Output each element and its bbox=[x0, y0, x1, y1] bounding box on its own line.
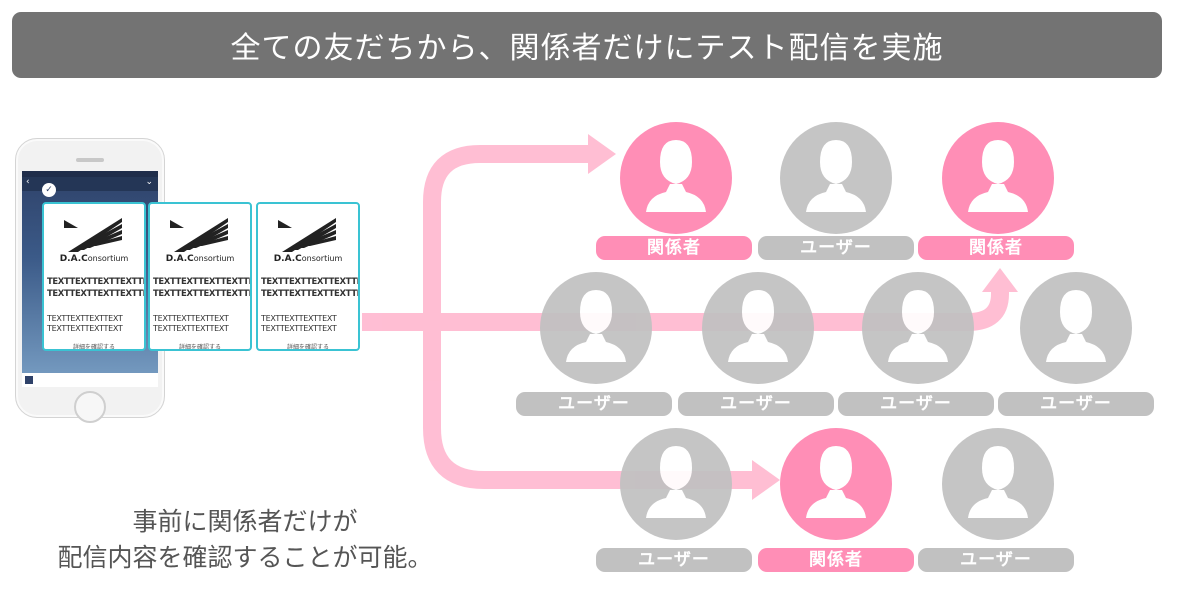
person-icon bbox=[646, 446, 706, 518]
stakeholder-avatar bbox=[780, 428, 892, 540]
card-brand: D.A.Consortium bbox=[59, 254, 129, 264]
arrow-head-up bbox=[982, 268, 1018, 292]
user-label: ユーザー bbox=[516, 392, 672, 416]
chevron-down-icon: ⌄ bbox=[145, 177, 153, 187]
arrow-to-top-stakeholder bbox=[423, 145, 588, 322]
caption: 事前に関係者だけが 配信内容を確認することが可能。 bbox=[20, 504, 470, 576]
user-label: ユーザー bbox=[918, 548, 1074, 572]
person-icon bbox=[888, 290, 948, 362]
user-avatar bbox=[702, 272, 814, 384]
user-avatar bbox=[620, 428, 732, 540]
card-detail-link[interactable]: 詳細を確認する bbox=[72, 344, 115, 351]
stakeholder-label: 関係者 bbox=[596, 236, 752, 260]
chat-header: ‹ ⌄ bbox=[22, 177, 158, 191]
user-label: ユーザー bbox=[838, 392, 994, 416]
stakeholder-label: 関係者 bbox=[758, 548, 914, 572]
arrow-head-bottom bbox=[752, 460, 780, 500]
person-icon bbox=[806, 140, 866, 212]
user-avatar bbox=[862, 272, 974, 384]
caption-line-2: 配信内容を確認することが可能。 bbox=[57, 543, 433, 572]
person-icon bbox=[806, 446, 866, 518]
card-title: TEXTTEXTTEXTTEXTTEXTTEXTTEXTTEXTTEXTTEXT bbox=[261, 277, 358, 299]
user-label: ユーザー bbox=[758, 236, 914, 260]
carousel-card[interactable]: D.A.ConsortiumTEXTTEXTTEXTTEXTTEXTTEXTTE… bbox=[42, 202, 146, 351]
card-brand: D.A.Consortium bbox=[165, 254, 235, 264]
keyboard-icon bbox=[25, 376, 33, 384]
user-avatar bbox=[780, 122, 892, 234]
card-detail-link[interactable]: 詳細を確認する bbox=[286, 344, 329, 351]
page-title: 全ての友だちから、関係者だけにテスト配信を実施 bbox=[230, 31, 944, 66]
stakeholder-avatar bbox=[942, 122, 1054, 234]
person-icon bbox=[968, 140, 1028, 212]
card-detail-link[interactable]: 詳細を確認する bbox=[178, 344, 221, 351]
card-title: TEXTTEXTTEXTTEXTTEXTTEXTTEXTTEXTTEXTTEXT bbox=[153, 277, 250, 299]
dac-logo-icon bbox=[64, 218, 122, 252]
carousel-card[interactable]: D.A.ConsortiumTEXTTEXTTEXTTEXTTEXTTEXTTE… bbox=[148, 202, 252, 351]
user-avatar bbox=[942, 428, 1054, 540]
arrow-head-top bbox=[588, 134, 616, 174]
title-banner: 全ての友だちから、関係者だけにテスト配信を実施 bbox=[12, 12, 1162, 78]
user-label: ユーザー bbox=[596, 548, 752, 572]
person-icon bbox=[968, 446, 1028, 518]
stakeholder-avatar bbox=[620, 122, 732, 234]
user-label: ユーザー bbox=[678, 392, 834, 416]
person-icon bbox=[728, 290, 788, 362]
user-avatar bbox=[1020, 272, 1132, 384]
carousel-card[interactable]: D.A.ConsortiumTEXTTEXTTEXTTEXTTEXTTEXTTE… bbox=[256, 202, 360, 351]
person-icon bbox=[566, 290, 626, 362]
home-button bbox=[74, 391, 106, 423]
user-avatar bbox=[540, 272, 652, 384]
dac-logo-icon bbox=[278, 218, 336, 252]
card-title: TEXTTEXTTEXTTEXTTEXTTEXTTEXTTEXTTEXTTEXT bbox=[47, 277, 144, 299]
caption-line-1: 事前に関係者だけが bbox=[132, 507, 358, 536]
card-brand: D.A.Consortium bbox=[273, 254, 343, 264]
user-label: ユーザー bbox=[998, 392, 1154, 416]
person-icon bbox=[646, 140, 706, 212]
dac-logo-icon bbox=[170, 218, 228, 252]
status-bar bbox=[22, 171, 158, 177]
stakeholder-label: 関係者 bbox=[918, 236, 1074, 260]
input-bar bbox=[22, 373, 158, 387]
arrow-to-bottom-stakeholder bbox=[423, 322, 752, 489]
person-icon bbox=[1046, 290, 1106, 362]
bot-avatar: ✓ bbox=[42, 183, 56, 197]
back-icon: ‹ bbox=[26, 177, 30, 187]
phone-speaker bbox=[76, 158, 104, 162]
